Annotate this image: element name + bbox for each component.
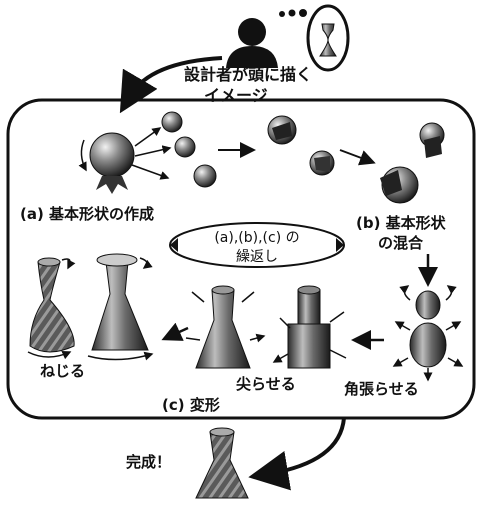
shape-variations-illustration [267, 115, 445, 204]
start-arrow [119, 56, 223, 114]
repeat-loop [169, 222, 345, 268]
sharpened-vase-illustration [185, 285, 264, 369]
flow-arrow-4 [161, 322, 189, 341]
step-b-label-line2: の混合 [378, 234, 424, 252]
twist-operation-label: ねじる [40, 362, 85, 380]
header-caption-line1: 設計者が頭に描く [184, 65, 312, 84]
loop-label-line1: (a),(b),(c) の [214, 230, 299, 246]
thought-bubble-dots [279, 9, 307, 17]
designer-person-icon [226, 18, 278, 68]
step-c-label: (c) 変形 [162, 396, 220, 414]
process-frame [6, 98, 476, 420]
header-caption-line2: イメージ [204, 86, 268, 105]
finish-arrow [248, 417, 346, 491]
step-a-label: (a) 基本形状の作成 [20, 205, 154, 223]
complete-label: 完成！ [126, 453, 171, 471]
mixed-shape-illustration [392, 285, 464, 382]
twisted-vase-illustration [27, 253, 154, 361]
thought-bubble-icon [306, 4, 350, 72]
angular-vase-illustration [274, 285, 347, 368]
sharpen-operation-label: 尖らせる [236, 375, 296, 393]
angular-operation-label: 角張らせる [344, 380, 419, 398]
final-vase-illustration [195, 427, 249, 499]
step-b-label-line1: (b) 基本形状 [356, 214, 447, 232]
loop-label-line2: 繰返し [236, 249, 278, 265]
basic-shape-creation-illustration [78, 111, 217, 194]
